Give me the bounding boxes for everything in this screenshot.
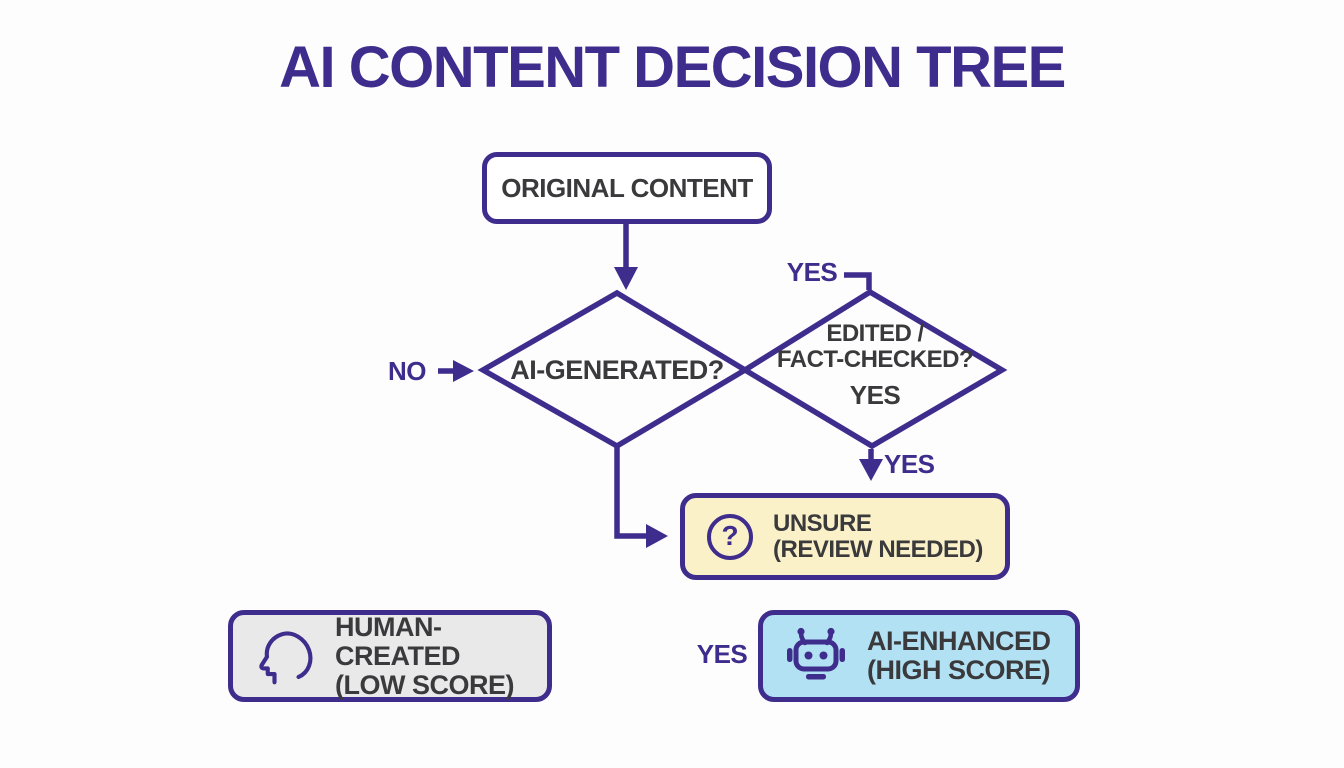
arrowhead-no bbox=[453, 360, 474, 382]
node-ai-enhanced: AI-ENHANCED (HIGH SCORE) bbox=[758, 610, 1080, 702]
node-human-created: HUMAN-CREATED (LOW SCORE) bbox=[228, 610, 552, 702]
edited-fact-checked-question-label: EDITED / FACT-CHECKED? YES bbox=[745, 320, 1005, 408]
question-mark-icon: ? bbox=[707, 513, 753, 560]
yes-inside-diamond: YES bbox=[849, 379, 901, 410]
robot-icon bbox=[787, 627, 845, 680]
edge-label-no: NO bbox=[388, 355, 427, 386]
edge-label-yes-before-ai-box: YES bbox=[696, 638, 748, 669]
ai-generated-question-label: AI-GENERATED? bbox=[487, 340, 747, 400]
arrowhead-yes-down bbox=[859, 459, 883, 481]
human-created-text: HUMAN-CREATED (LOW SCORE) bbox=[335, 611, 547, 700]
node-original-content: ORIGINAL CONTENT bbox=[482, 152, 772, 224]
node-unsure: ? UNSURE (REVIEW NEEDED) bbox=[680, 493, 1010, 580]
edited-line: EDITED / bbox=[826, 319, 924, 347]
arrowhead-down-to-diamond1 bbox=[614, 267, 638, 290]
arrowhead-to-unsure bbox=[646, 524, 668, 548]
original-content-label: ORIGINAL CONTENT bbox=[501, 172, 753, 203]
elbow-yes-top bbox=[844, 272, 872, 290]
unsure-line2: (REVIEW NEEDED) bbox=[773, 535, 983, 563]
diamond-edited-fact-checked bbox=[739, 288, 1008, 450]
page-title: AI CONTENT DECISION TREE bbox=[279, 35, 1066, 100]
human-created-line1: HUMAN-CREATED bbox=[335, 611, 461, 671]
human-created-line2: (LOW SCORE) bbox=[335, 669, 514, 700]
fact-checked-line: FACT-CHECKED? bbox=[776, 345, 974, 373]
edge-label-yes-below-diamond: YES bbox=[884, 448, 935, 479]
ai-enhanced-line1: AI-ENHANCED bbox=[867, 626, 1051, 656]
question-glyph: ? bbox=[721, 519, 739, 551]
edge-label-yes-top: YES bbox=[786, 256, 838, 287]
unsure-line1: UNSURE bbox=[773, 509, 872, 537]
ai-enhanced-line2: (HIGH SCORE) bbox=[867, 655, 1050, 685]
ai-generated-text: AI-GENERATED? bbox=[510, 354, 724, 385]
ai-enhanced-text: AI-ENHANCED (HIGH SCORE) bbox=[867, 627, 1051, 685]
unsure-text: UNSURE (REVIEW NEEDED) bbox=[773, 509, 983, 563]
person-head-icon bbox=[259, 631, 313, 685]
elbow-to-unsure bbox=[614, 446, 646, 539]
